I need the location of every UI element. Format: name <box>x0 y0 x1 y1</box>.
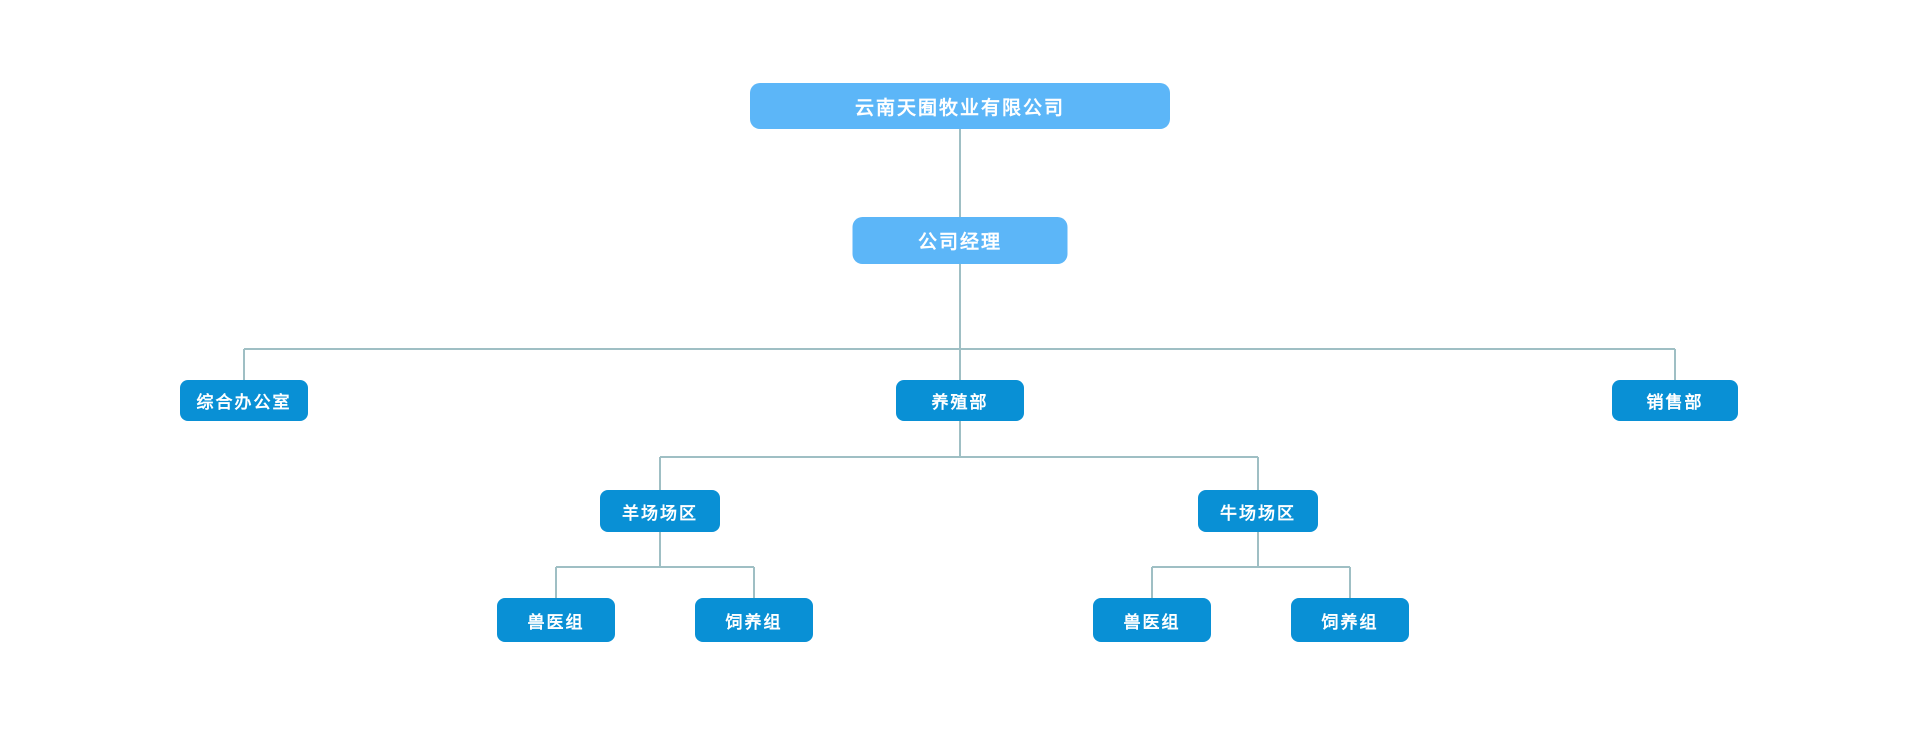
org-node-cattle-feeding-group: 饲养组 <box>1291 598 1409 642</box>
org-node-sheep-farm-area-label: 羊场场区 <box>622 503 698 523</box>
org-node-company: 云南天囿牧业有限公司 <box>750 83 1170 129</box>
org-node-sheep-feeding-group: 饲养组 <box>695 598 813 642</box>
org-node-cattle-farm-area-label: 牛场场区 <box>1220 503 1296 523</box>
org-node-general-office: 综合办公室 <box>180 380 308 421</box>
org-node-manager: 公司经理 <box>852 217 1068 264</box>
org-node-breeding-department-label: 养殖部 <box>931 393 989 412</box>
org-node-cattle-vet-group-label: 兽医组 <box>1123 612 1181 632</box>
org-node-cattle-vet-group: 兽医组 <box>1093 598 1211 642</box>
org-node-cattle-feeding-group-label: 饲养组 <box>1321 612 1379 632</box>
org-node-sales-department-label: 销售部 <box>1646 393 1704 412</box>
org-node-sheep-vet-group-label: 兽医组 <box>527 612 585 632</box>
org-node-sheep-farm-area: 羊场场区 <box>600 490 720 532</box>
org-node-sheep-vet-group: 兽医组 <box>497 598 615 642</box>
org-node-company-label: 云南天囿牧业有限公司 <box>854 97 1065 119</box>
org-node-manager-label: 公司经理 <box>917 232 1002 253</box>
org-node-sales-department: 销售部 <box>1612 380 1738 421</box>
org-node-sheep-feeding-group-label: 饲养组 <box>725 612 783 632</box>
org-node-cattle-farm-area: 牛场场区 <box>1198 490 1318 532</box>
org-node-general-office-label: 综合办公室 <box>196 393 292 412</box>
org-node-breeding-department: 养殖部 <box>896 380 1024 421</box>
